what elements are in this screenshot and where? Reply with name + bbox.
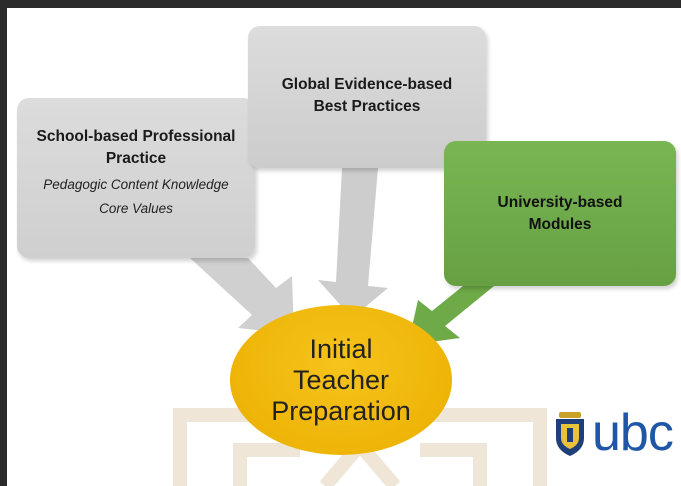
- university-logo-text: ubc: [592, 404, 674, 462]
- initial-teacher-preparation-ellipse: Initial Teacher Preparation: [230, 305, 452, 455]
- school-box-italic-line1: Pedagogic Content Knowledge: [43, 177, 229, 192]
- global-box-title-line1: Global Evidence-based: [281, 76, 453, 93]
- center-line3: Preparation: [271, 395, 411, 426]
- global-box-title-line2: Best Practices: [313, 98, 421, 115]
- arrow-global: [318, 168, 388, 318]
- center-line2: Teacher: [292, 364, 390, 395]
- arrow-university: [408, 286, 494, 345]
- frame-top-border: [0, 0, 681, 8]
- frame-left-border: [0, 0, 7, 486]
- university-box-title-line1: University-based: [497, 193, 623, 211]
- school-box-italic-line2: Core Values: [99, 201, 173, 216]
- university-modules-box: University-based Modules: [444, 141, 676, 286]
- school-box-title-line1: School-based Professional: [36, 128, 236, 145]
- school-based-practice-box: School-based Professional Practice Pedag…: [17, 98, 255, 258]
- university-box-title-line2: Modules: [528, 215, 592, 233]
- university-crest-icon: [556, 412, 584, 456]
- school-box-title-line2: Practice: [105, 150, 167, 167]
- center-line1: Initial: [309, 333, 373, 364]
- arrow-school: [190, 258, 294, 334]
